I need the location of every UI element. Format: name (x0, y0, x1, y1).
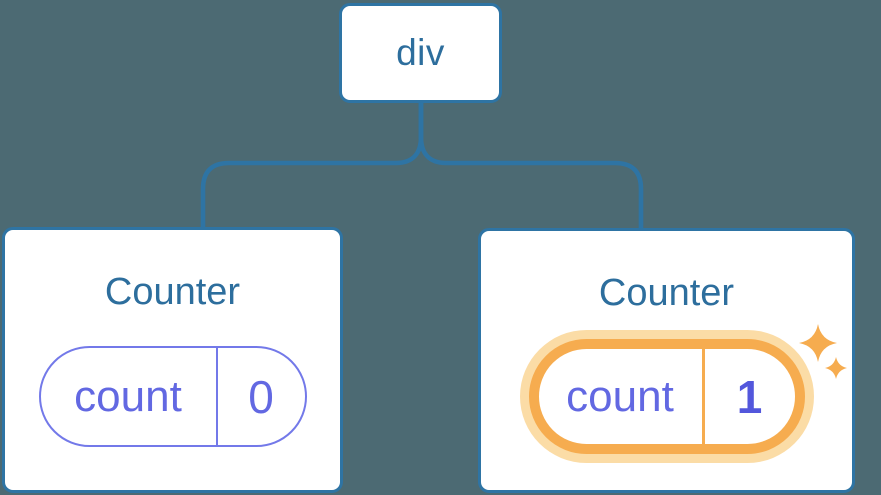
state-name-label: count (41, 348, 218, 445)
state-pill: count 0 (38, 346, 307, 447)
root-node: div (339, 3, 502, 103)
sparkle-icon-small (825, 357, 847, 379)
counter-card-left: Counter count 0 (2, 227, 343, 493)
component-title: Counter (104, 271, 241, 313)
counter-card-right: Counter count 1 (478, 228, 855, 493)
root-node-label: div (396, 32, 445, 73)
component-title: Counter (598, 272, 735, 314)
connector-left-branch (200, 103, 424, 229)
state-value: 1 (736, 370, 763, 423)
sparkle-icon-large (799, 324, 837, 362)
highlighted-state-pill: count 1 (528, 339, 805, 454)
state-value: 0 (248, 370, 274, 423)
state-name-label: count (539, 349, 705, 444)
connector-right-branch (418, 103, 644, 229)
